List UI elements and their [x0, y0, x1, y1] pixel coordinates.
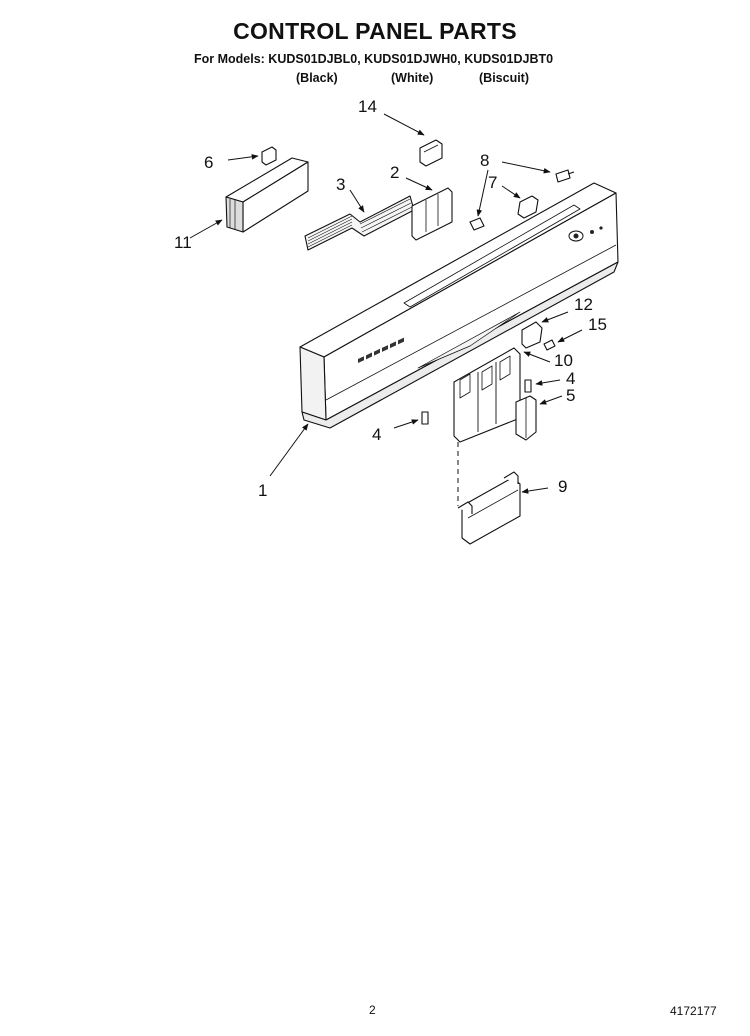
callout-14: 14: [358, 97, 377, 116]
leader-8a: [501, 161, 551, 174]
leader-15: [557, 329, 583, 343]
models-line: For Models: KUDS01DJBL0, KUDS01DJWH0, KU…: [194, 52, 554, 66]
leader-14: [383, 113, 425, 136]
leader-4b: [393, 419, 419, 429]
display-button-grid: [358, 337, 404, 364]
control-panel-body: [299, 182, 619, 429]
clip-part-6: [261, 146, 277, 166]
callout-12: 12: [574, 295, 593, 314]
callout-11: 11: [174, 233, 192, 252]
leader-2: [405, 177, 433, 191]
screw-part-15: [543, 339, 556, 351]
leader-1: [269, 423, 309, 477]
leader-7: [501, 185, 521, 199]
callout-6: 6: [204, 153, 213, 172]
support-part-9: [457, 471, 521, 545]
callout-8: 8: [480, 151, 489, 170]
document-code: 4172177: [670, 1004, 717, 1018]
leader-4a: [535, 379, 561, 386]
bracket-part-2: [411, 187, 453, 241]
bracket-part-5: [515, 395, 537, 441]
callout-15: 15: [588, 315, 607, 334]
leader-9: [521, 487, 549, 494]
screw-part-8b: [469, 217, 485, 231]
page-title: CONTROL PANEL PARTS: [233, 18, 517, 44]
callout-2: 2: [390, 163, 399, 182]
spring-part-4b: [421, 411, 429, 425]
cap-part-14: [419, 139, 443, 167]
callout-1: 1: [258, 481, 267, 500]
leader-5: [539, 395, 563, 405]
leader-8b: [476, 169, 489, 217]
screw-part-8: [555, 169, 575, 183]
spring-part-4a: [524, 379, 532, 393]
housing-part-11: [225, 157, 309, 233]
cover-part-12: [521, 321, 543, 349]
color-white: (White): [391, 71, 434, 85]
page-number: 2: [369, 1003, 376, 1017]
callout-3: 3: [336, 175, 345, 194]
leader-10: [523, 351, 551, 363]
leader-6: [227, 154, 259, 161]
callout-10: 10: [554, 351, 573, 370]
color-black: (Black): [296, 71, 338, 85]
clip-part-7: [517, 195, 539, 219]
callout-4b: 4: [372, 425, 381, 444]
callout-4a: 4: [566, 369, 575, 388]
color-biscuit: (Biscuit): [479, 71, 529, 85]
leader-11: [189, 219, 223, 239]
leader-3: [349, 189, 365, 213]
callout-5: 5: [566, 386, 575, 405]
circuit-board-part-10: [453, 347, 521, 443]
callout-9: 9: [558, 477, 567, 496]
callout-7: 7: [488, 173, 497, 192]
leader-12: [541, 311, 569, 323]
